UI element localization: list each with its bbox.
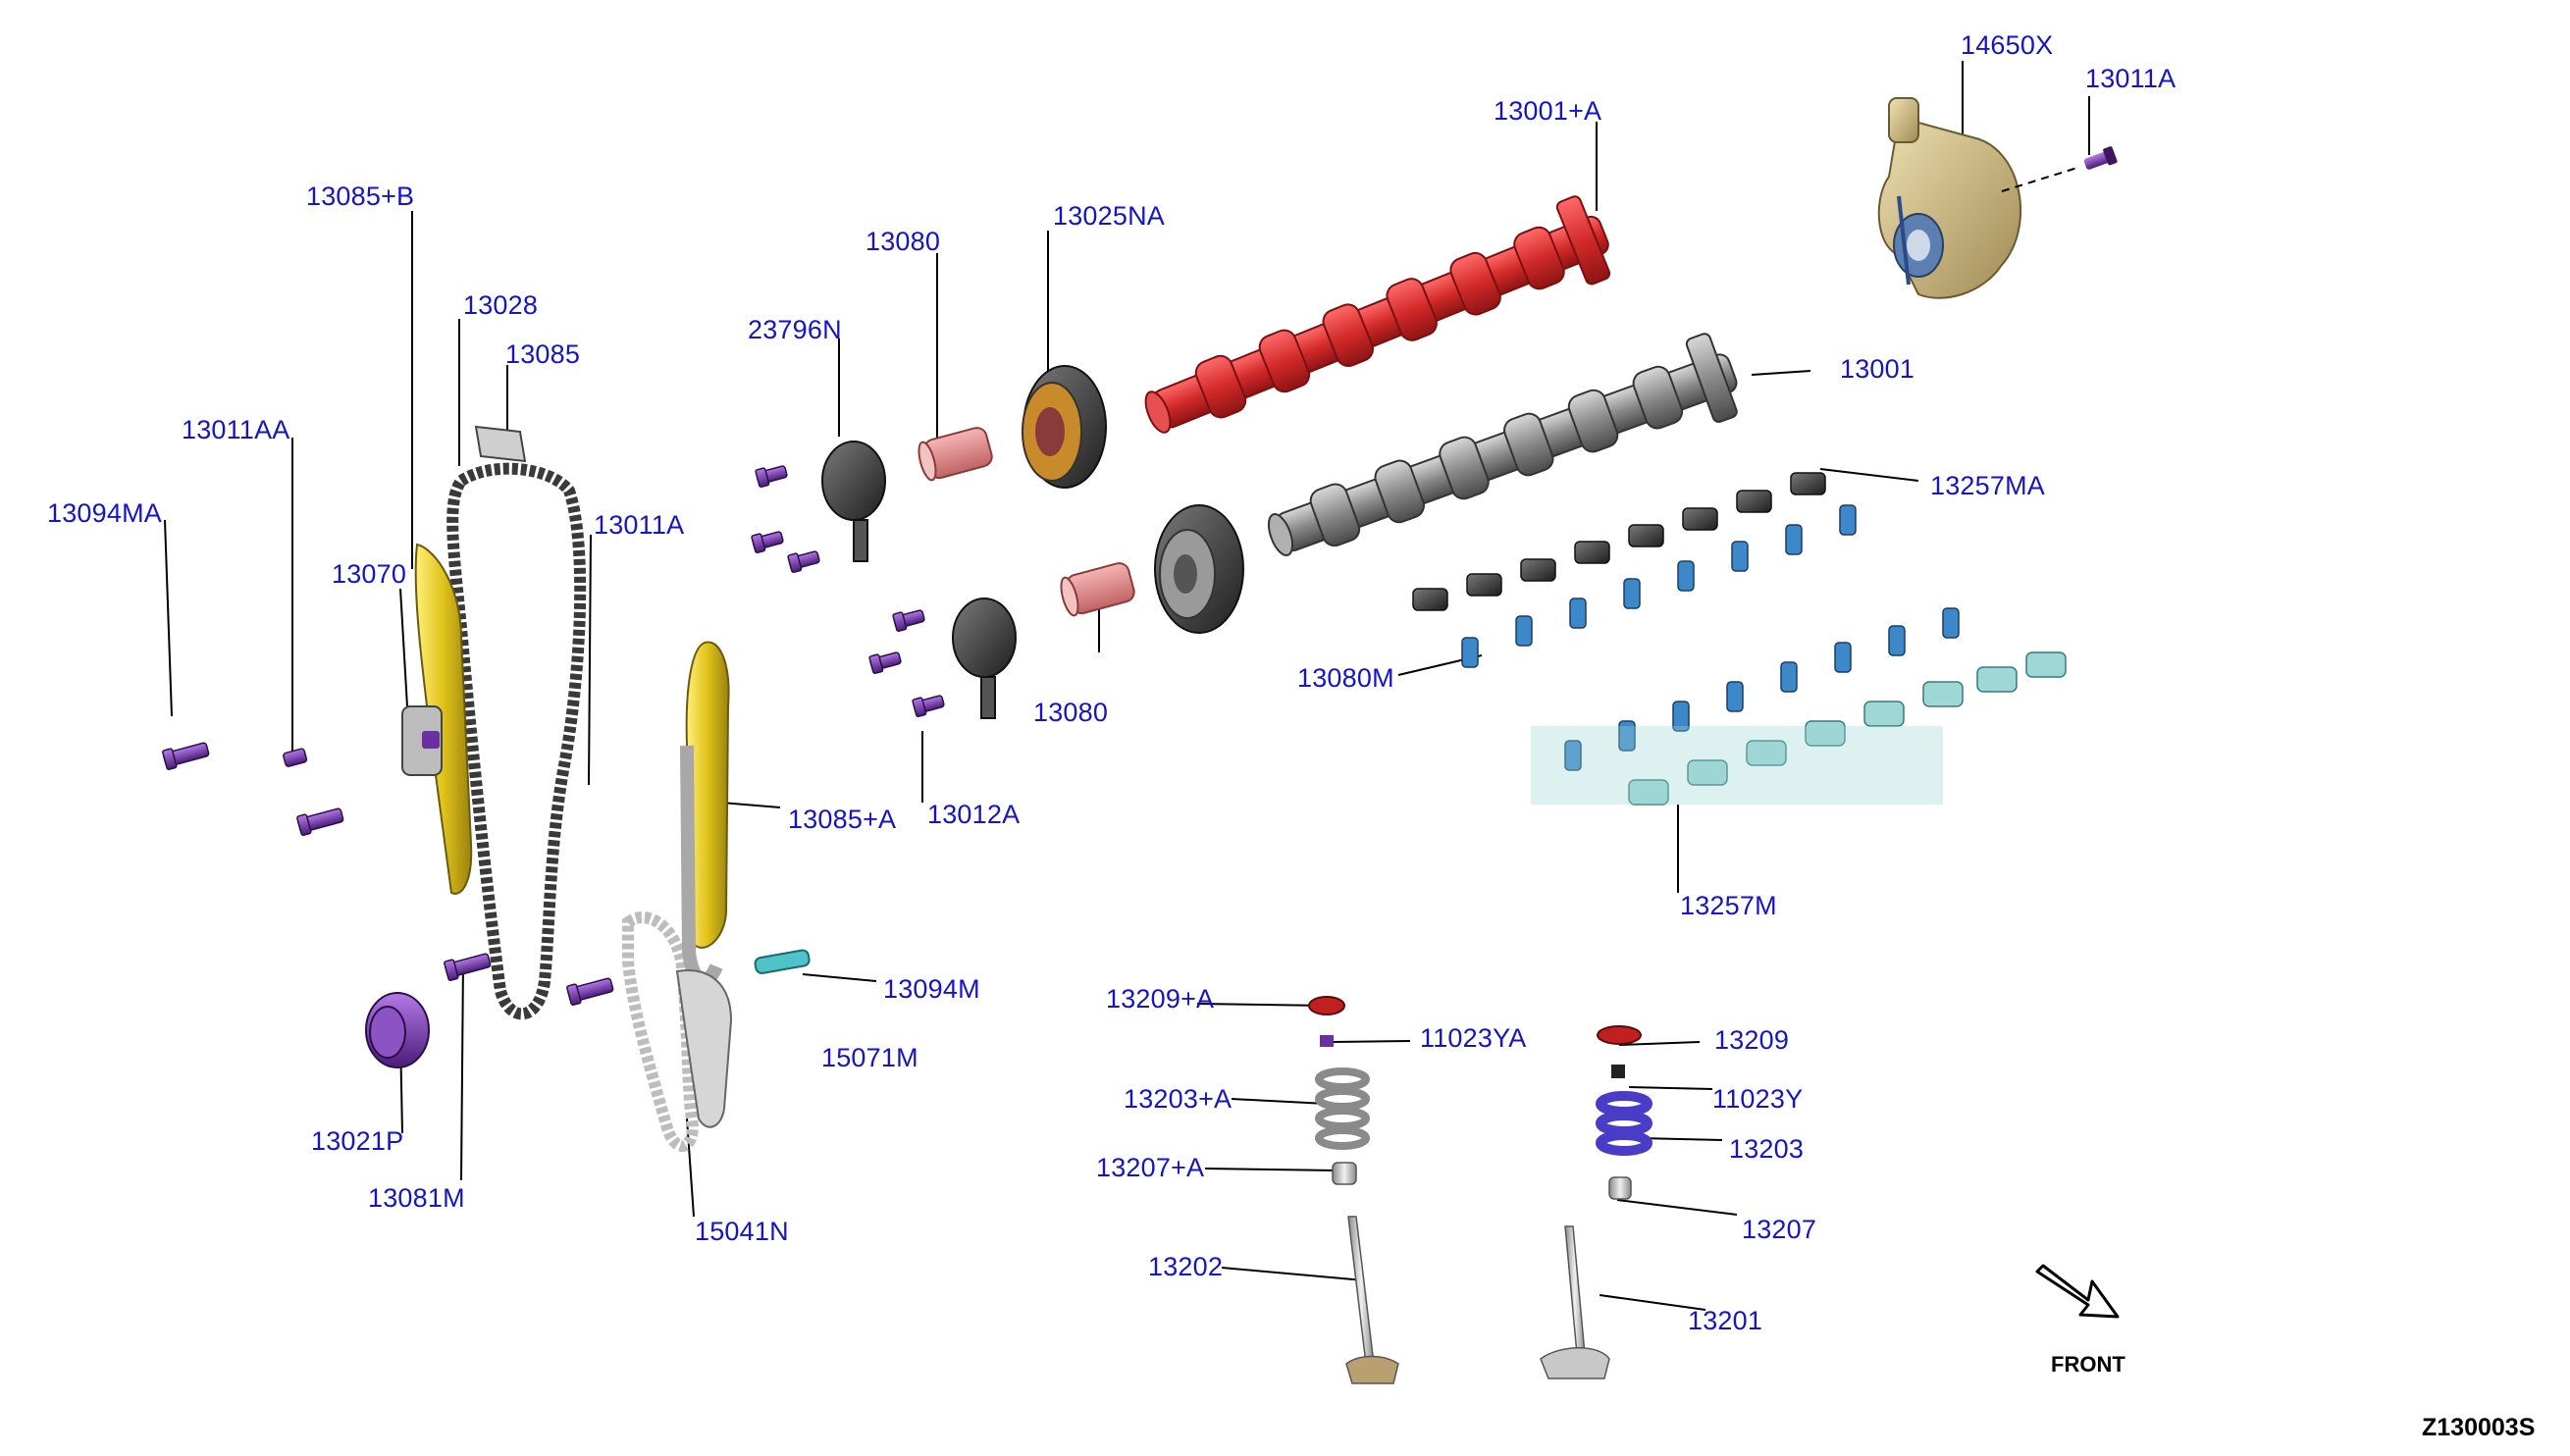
chain-tensioner — [401, 705, 443, 776]
oil-control-valve-upper — [918, 427, 993, 482]
crank-sprocket — [365, 992, 430, 1068]
exhaust-valve-assembly — [1540, 1025, 1652, 1379]
roller-rockers-lower — [1628, 651, 2067, 806]
cam-position-sensor-upper — [821, 441, 886, 562]
timing-chain-guide-top — [474, 425, 527, 463]
oil-control-valve-lower — [1060, 562, 1135, 617]
chain-tensioner-arm — [414, 543, 473, 895]
roller-rockers-upper — [1412, 472, 1826, 611]
timing-chain-upper — [446, 462, 587, 1020]
intake-cam-sprocket — [1022, 365, 1107, 489]
exhaust-camshaft — [1267, 333, 1738, 556]
slipper-guide-lower — [675, 969, 733, 1128]
vacuum-pump — [1877, 97, 2022, 299]
lash-adjusters — [1461, 504, 1960, 771]
obscured-band — [1531, 726, 1943, 805]
chain-guide — [680, 641, 730, 987]
front-arrow-icon — [2035, 1264, 2120, 1319]
bolts — [162, 465, 945, 1006]
timing-chain-lower — [622, 911, 699, 1153]
oil-jet — [754, 949, 811, 974]
leader-lines — [164, 61, 2090, 1311]
intake-valve-assembly — [1308, 996, 1399, 1384]
intake-camshaft — [1144, 195, 1611, 434]
exhaust-cam-sprocket — [1154, 504, 1244, 634]
bolt-13011a-pump — [2083, 146, 2118, 170]
cam-position-sensor-lower — [952, 598, 1017, 719]
